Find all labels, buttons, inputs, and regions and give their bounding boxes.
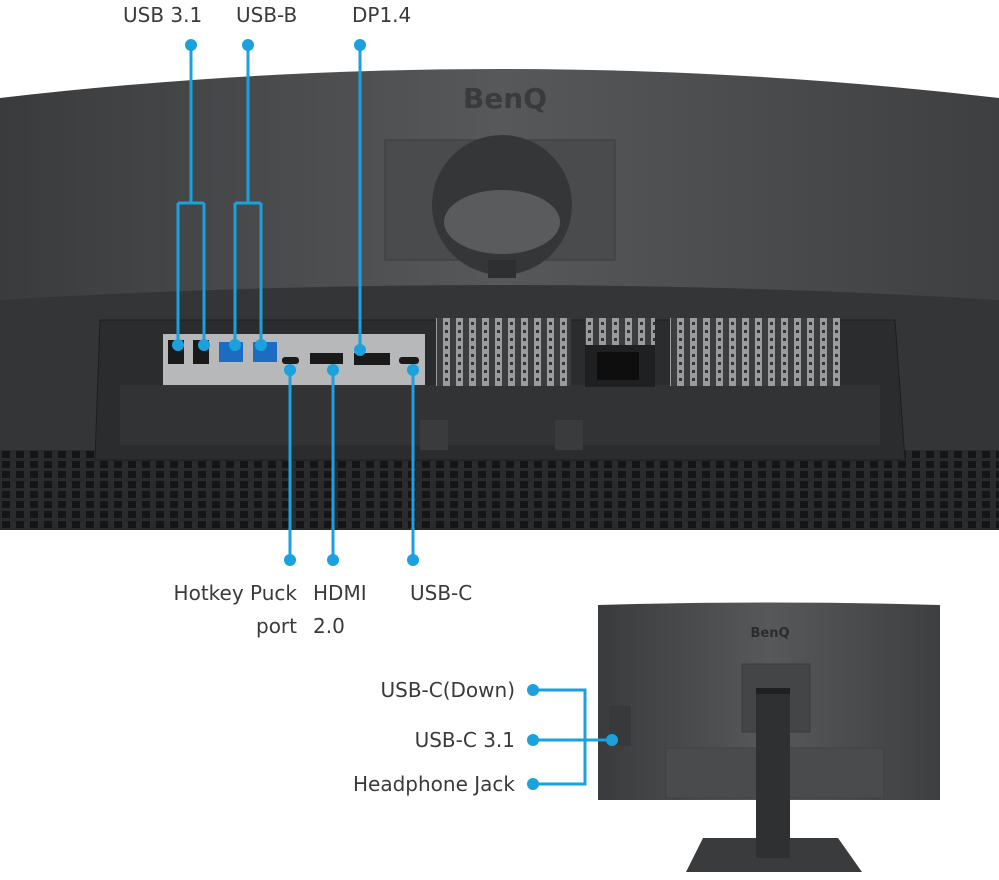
label-hotkey-port: port [256, 614, 297, 638]
dp-port [354, 353, 390, 365]
label-hotkey-puck: Hotkey Puck [173, 581, 297, 605]
usb-c-port [399, 357, 419, 364]
svg-text:BenQ: BenQ [750, 626, 789, 641]
label-usb-c-down: USB-C(Down) [380, 678, 515, 702]
label-usb-c: USB-C [410, 581, 473, 605]
label-headphone-jack: Headphone Jack [353, 772, 515, 796]
hdmi-port [310, 353, 343, 364]
monitor-back-full: BenQ [598, 602, 940, 872]
label-usb-c-3-1: USB-C 3.1 [414, 728, 515, 752]
hotkey-puck-port [282, 357, 299, 364]
label-hdmi: HDMI [313, 581, 367, 605]
label-usb-3-1: USB 3.1 [123, 3, 203, 27]
callout-lines [176, 45, 612, 786]
monitor-back-closeup: BenQ [0, 69, 999, 530]
label-dp-1-4: DP1.4 [352, 3, 412, 27]
label-hdmi-version: 2.0 [313, 614, 345, 638]
benq-logo: BenQ [463, 82, 547, 115]
callout-dots [172, 39, 618, 790]
label-usb-b: USB-B [236, 3, 298, 27]
